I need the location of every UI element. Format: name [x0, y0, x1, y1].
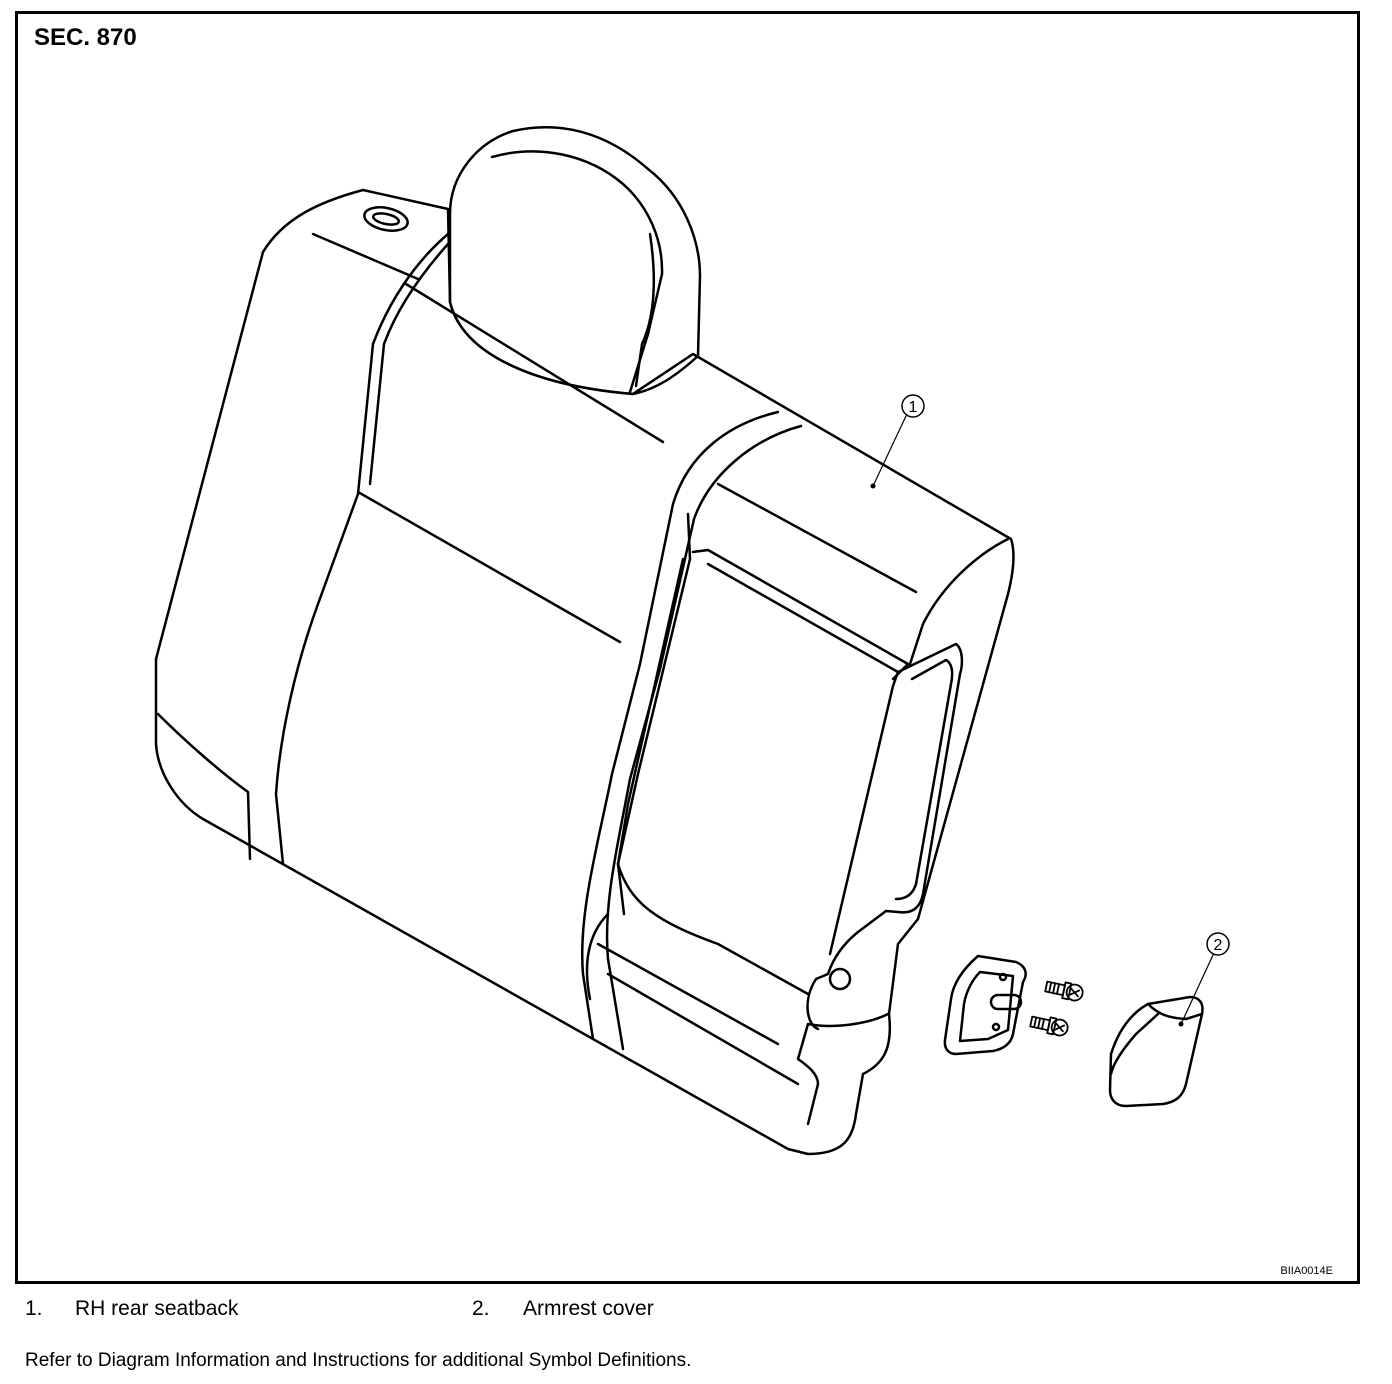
lower-bolster — [585, 912, 800, 1086]
callout-1-number: 1 — [909, 399, 918, 416]
legend-text: Armrest cover — [523, 1297, 654, 1320]
callout-1-circle — [901, 394, 925, 418]
bolt-upper — [1044, 980, 1084, 1002]
legend-text: RH rear seatback — [75, 1297, 239, 1320]
bracket-hole-bottom — [991, 1022, 1001, 1032]
left-side-contour-2 — [368, 242, 450, 486]
armrest-cover — [1108, 995, 1204, 1108]
callout-1-leader — [873, 415, 907, 485]
pivot-hole — [828, 967, 852, 991]
figure-code: BIIA0014E — [1280, 1265, 1333, 1277]
armrest-bottom — [616, 862, 810, 996]
callout-2-leader — [1181, 954, 1214, 1023]
armrest-left-wall — [616, 557, 685, 866]
bracket-hole-top — [998, 972, 1008, 982]
armrest-recess — [706, 562, 964, 1031]
center-seam — [356, 490, 622, 644]
hinge-bracket-inner — [958, 970, 1015, 1043]
left-side-contour — [274, 232, 450, 866]
bracket-slot — [989, 993, 1023, 1011]
legend-number: 2. — [472, 1297, 490, 1320]
lower-left-edge — [156, 712, 252, 861]
callout-2-number: 2 — [1214, 937, 1223, 954]
release-knob — [363, 206, 409, 232]
release-knob-inner — [371, 212, 401, 226]
headrest-seam — [634, 232, 656, 388]
headrest — [448, 126, 702, 396]
diagram-frame: SEC. 870 — [15, 11, 1360, 1284]
hinge-bracket — [943, 954, 1027, 1056]
right-side-curve — [908, 537, 1010, 666]
section-label: SEC. 870 — [34, 24, 137, 51]
lower-right-foot — [796, 1012, 890, 1126]
center-divider-right — [605, 424, 803, 1051]
legend-number: 1. — [25, 1297, 43, 1320]
armrest-cover-face — [1109, 1002, 1204, 1076]
bolt-lower — [1029, 1015, 1069, 1037]
callout-2-dot — [1178, 1021, 1184, 1027]
callout-2-circle — [1206, 932, 1230, 956]
seatback-exploded-view: 1 2 — [154, 126, 1230, 1156]
symbol-definitions-note: Refer to Diagram Information and Instruc… — [25, 1350, 692, 1371]
seatback-outline — [154, 188, 1015, 1156]
center-divider-right-2 — [616, 512, 692, 916]
armrest-panel-inner — [828, 658, 954, 956]
center-divider-left — [581, 410, 780, 1041]
headrest-inner-line — [490, 150, 664, 394]
callout-1-dot — [870, 483, 876, 489]
seatback-top-edge — [311, 232, 918, 594]
